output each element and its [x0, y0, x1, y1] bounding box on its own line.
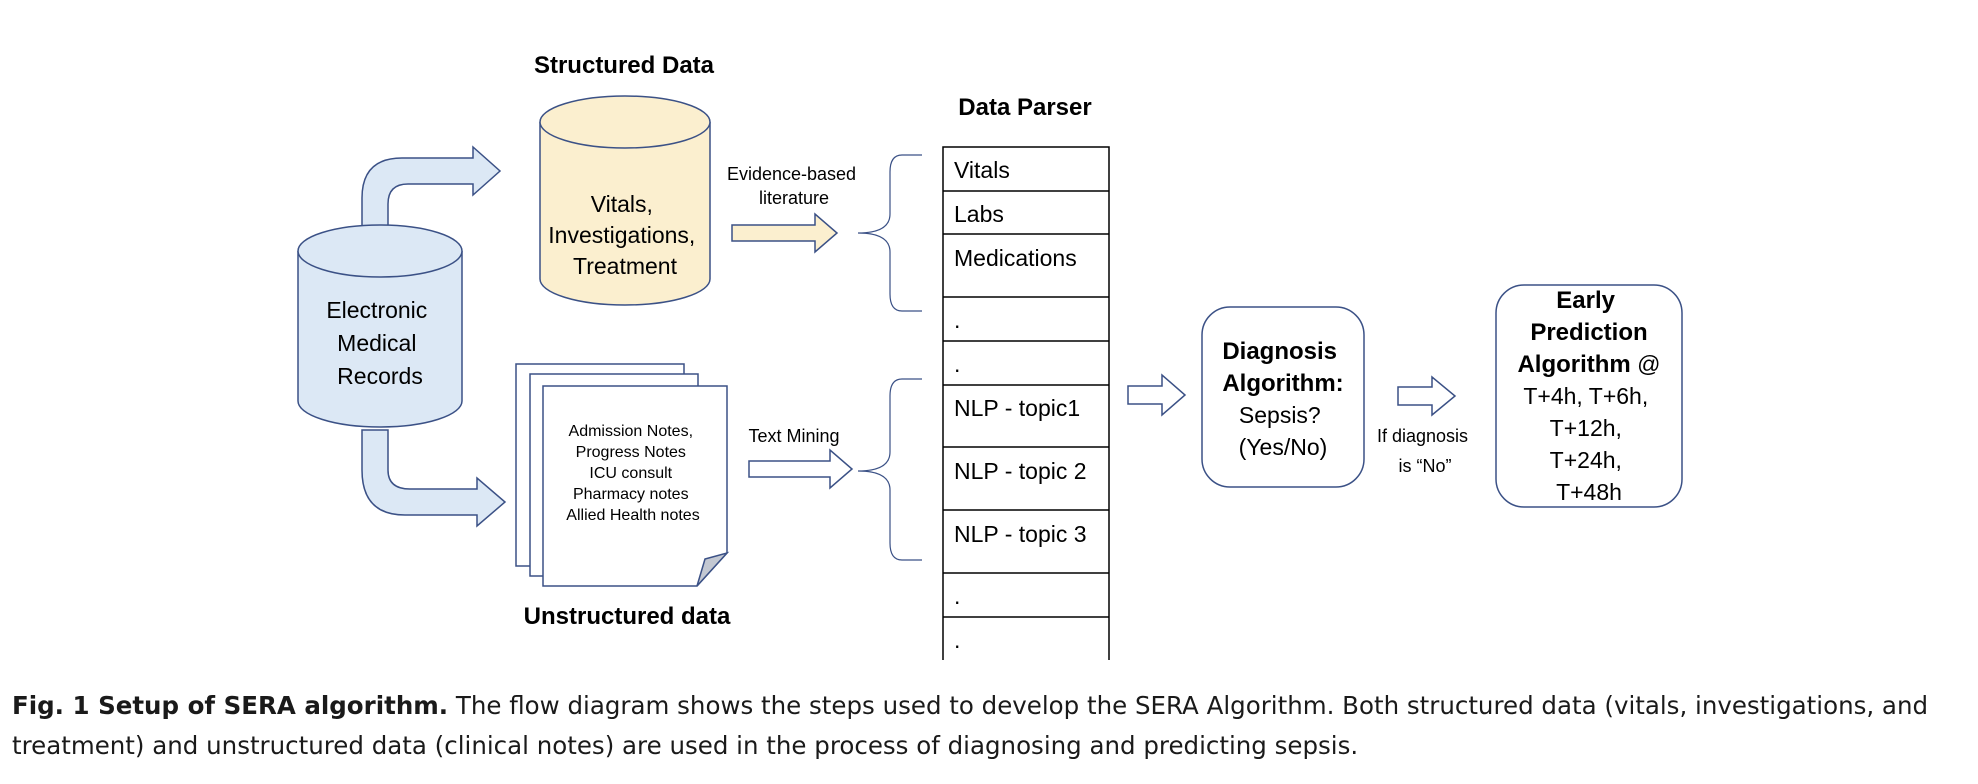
parser-row-ellipsis-4: . [954, 627, 960, 653]
parser-row-medications: Medications [954, 245, 1077, 271]
unstructured-data-title: Unstructured data [524, 603, 731, 630]
early-title-line-3: Algorithm @ [1517, 351, 1660, 378]
figure-caption: Fig. 1 Setup of SERA algorithm. The flow… [12, 686, 1968, 766]
diagnosis-algorithm-box [1201, 306, 1365, 488]
notes-line-5: Allied Health notes [566, 507, 699, 524]
early-time-line-1: T+4h, T+6h, [1523, 383, 1648, 409]
early-times: T+4h, T+6h, T+12h, T+24h, T+48h [1523, 383, 1654, 505]
notes-line-2: Progress Notes [576, 444, 686, 461]
diagnosis-body: Sepsis? (Yes/No) [1239, 402, 1328, 460]
structured-brace [857, 154, 922, 312]
early-time-line-4: T+48h [1556, 479, 1622, 505]
emr-line-1: Electronic [326, 297, 427, 323]
notes-line-4: Pharmacy notes [573, 486, 689, 503]
early-title-line-2: Prediction [1530, 319, 1647, 346]
text-mining-label: Text Mining [748, 426, 839, 446]
parser-row-nlp-topic3: NLP - topic 3 [954, 521, 1087, 547]
evidence-label: Evidence-based literature [727, 164, 861, 208]
emr-to-unstructured-arrow [361, 429, 507, 528]
parser-row-ellipsis-3: . [954, 583, 960, 609]
parser-row-ellipsis-1: . [954, 307, 960, 333]
caption-text: The flow diagram shows the steps used to… [12, 691, 1929, 760]
structured-data-title: Structured Data [534, 52, 715, 79]
emr-label: Electronic Medical Records [326, 297, 433, 389]
evidence-line-2: literature [759, 188, 829, 208]
clinical-notes-documents: Admission Notes, Progress Notes ICU cons… [515, 363, 730, 587]
sera-flow-diagram: Electronic Medical Records Structured Da… [297, 52, 1683, 660]
diagnosis-to-prediction-arrow [1397, 375, 1457, 417]
structured-line-2: Investigations, [548, 222, 695, 248]
emr-line-2: Medical [337, 330, 416, 356]
notes-line-3: ICU consult [589, 465, 672, 482]
emr-line-3: Records [337, 363, 423, 389]
diagnosis-title-line-1: Diagnosis [1222, 338, 1337, 365]
emr-to-structured-arrow [361, 145, 502, 244]
structured-db-label: Vitals, Investigations, Treatment [548, 191, 701, 279]
early-title: Early Prediction [1530, 287, 1647, 346]
data-parser-table: Vitals Labs Medications . . NLP - topic1… [942, 146, 1110, 660]
diagnosis-title-line-2: Algorithm: [1222, 370, 1343, 397]
diagnosis-body-line-2: (Yes/No) [1239, 434, 1328, 460]
early-title-line-1: Early [1556, 287, 1615, 314]
diagnosis-body-line-1: Sepsis? [1239, 402, 1321, 428]
if-diagnosis-line-1: If diagnosis [1377, 426, 1468, 446]
parser-row-ellipsis-2: . [954, 351, 960, 377]
early-time-line-3: T+24h, [1550, 447, 1622, 473]
data-parser-title: Data Parser [958, 94, 1091, 121]
unstructured-brace [857, 378, 922, 561]
structured-line-3: Treatment [573, 253, 678, 279]
parser-row-labs: Labs [954, 201, 1004, 227]
diagnosis-title: Diagnosis Algorithm: [1222, 338, 1343, 397]
parser-to-diagnosis-arrow [1127, 373, 1187, 417]
if-diagnosis-line-2: is “No” [1399, 456, 1452, 476]
structured-line-1: Vitals, [591, 191, 653, 217]
parser-row-nlp-topic2: NLP - topic 2 [954, 458, 1087, 484]
early-at-symbol: @ [1631, 351, 1661, 377]
evidence-arrow [731, 212, 839, 254]
text-mining-arrow [748, 448, 854, 490]
caption-label: Fig. 1 Setup of SERA algorithm. [12, 691, 449, 720]
parser-row-nlp-topic1: NLP - topic1 [954, 395, 1080, 421]
if-diagnosis-label: If diagnosis is “No” [1377, 426, 1473, 476]
early-prediction-box [1495, 284, 1683, 508]
evidence-line-1: Evidence-based [727, 164, 856, 184]
emr-database: Electronic Medical Records [297, 224, 463, 428]
structured-data-database: Vitals, Investigations, Treatment [539, 95, 711, 306]
notes-line-1: Admission Notes, [569, 423, 694, 440]
early-title-algorithm: Algorithm [1517, 351, 1630, 378]
notes-list: Admission Notes, Progress Notes ICU cons… [566, 423, 699, 524]
parser-row-vitals: Vitals [954, 157, 1010, 183]
early-time-line-2: T+12h, [1550, 415, 1622, 441]
